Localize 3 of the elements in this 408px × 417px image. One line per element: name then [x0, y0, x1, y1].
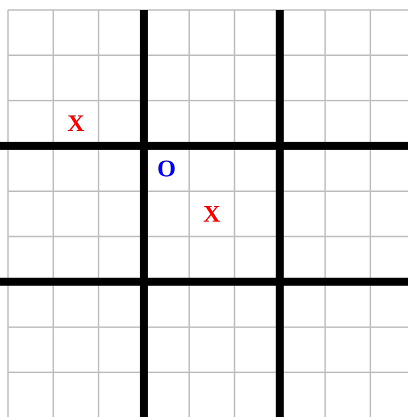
x-mark: X	[68, 115, 84, 132]
x-mark: X	[204, 206, 220, 222]
o-mark: O	[158, 160, 175, 177]
